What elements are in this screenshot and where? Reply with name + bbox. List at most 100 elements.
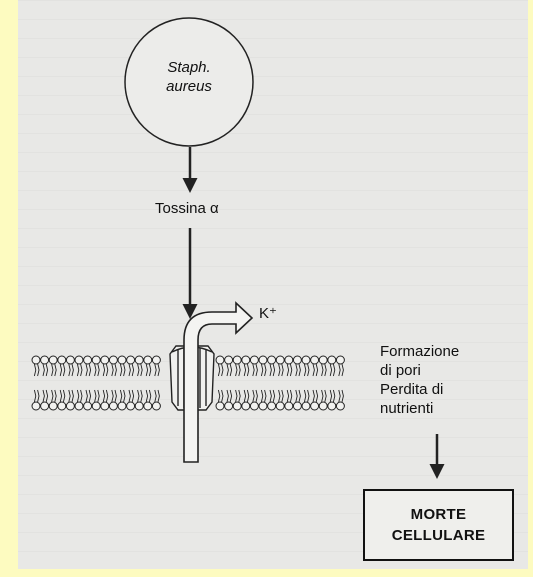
lipid-head bbox=[225, 356, 233, 364]
lipid-head bbox=[311, 402, 319, 410]
lipid-tail bbox=[222, 390, 223, 402]
lipid-tail bbox=[287, 364, 288, 376]
lipid-tail bbox=[222, 364, 223, 376]
lipid-tail bbox=[129, 390, 130, 402]
effects-text: Formazione di pori Perdita di nutrienti bbox=[380, 342, 459, 418]
lipid-tail bbox=[141, 364, 142, 376]
lipid-tail bbox=[55, 390, 56, 402]
lipid-head bbox=[32, 402, 40, 410]
lipid-head bbox=[216, 402, 224, 410]
lipid-tail bbox=[60, 364, 61, 376]
lipid-tail bbox=[239, 364, 240, 376]
lipid-tail bbox=[95, 364, 96, 376]
lipid-tail bbox=[218, 364, 219, 376]
lipid-head bbox=[41, 402, 49, 410]
organism-line2: aureus bbox=[124, 77, 254, 96]
lipid-tail bbox=[333, 390, 334, 402]
lipid-tail bbox=[132, 390, 133, 402]
lipid-tail bbox=[236, 364, 237, 376]
lipid-head bbox=[109, 356, 117, 364]
lipid-head bbox=[259, 402, 267, 410]
lipid-tail bbox=[72, 364, 73, 376]
lipid-head bbox=[336, 402, 344, 410]
lipid-tail bbox=[77, 390, 78, 402]
effects-line3: Perdita di bbox=[380, 380, 459, 399]
lipid-tail bbox=[265, 390, 266, 402]
lipid-head bbox=[66, 402, 74, 410]
lipid-head bbox=[319, 402, 327, 410]
lipid-head bbox=[293, 402, 301, 410]
lipid-tail bbox=[34, 390, 35, 402]
lipid-head bbox=[127, 356, 135, 364]
lipid-tail bbox=[265, 364, 266, 376]
lipid-tail bbox=[273, 364, 274, 376]
lipid-tail bbox=[227, 364, 228, 376]
lipid-tail bbox=[81, 364, 82, 376]
lipid-tail bbox=[69, 390, 70, 402]
lipid-tail bbox=[339, 390, 340, 402]
lipid-tail bbox=[227, 390, 228, 402]
lipid-tail bbox=[95, 390, 96, 402]
lipid-tail bbox=[342, 364, 343, 376]
lipid-head bbox=[75, 356, 83, 364]
lipid-tail bbox=[270, 390, 271, 402]
lipid-tail bbox=[89, 364, 90, 376]
lipid-tail bbox=[63, 390, 64, 402]
lipid-tail bbox=[247, 390, 248, 402]
lipid-head bbox=[259, 356, 267, 364]
lipid-tail bbox=[270, 364, 271, 376]
lipid-tail bbox=[261, 364, 262, 376]
lipid-head bbox=[285, 356, 293, 364]
lipid-tail bbox=[299, 364, 300, 376]
lipid-head bbox=[250, 402, 258, 410]
lipid-tail bbox=[155, 390, 156, 402]
lipid-tail bbox=[43, 364, 44, 376]
lipid-head bbox=[276, 402, 284, 410]
outcome-line2: CELLULARE bbox=[392, 525, 486, 546]
lipid-head bbox=[152, 402, 160, 410]
lipid-tail bbox=[330, 390, 331, 402]
lipid-tail bbox=[322, 390, 323, 402]
lipid-tail bbox=[52, 364, 53, 376]
lipid-tail bbox=[55, 364, 56, 376]
lipid-tail bbox=[124, 364, 125, 376]
lipid-tail bbox=[279, 390, 280, 402]
lipid-tail bbox=[244, 364, 245, 376]
lipid-tail bbox=[325, 390, 326, 402]
lipid-tail bbox=[296, 364, 297, 376]
lipid-tail bbox=[72, 390, 73, 402]
lipid-tail bbox=[63, 364, 64, 376]
lipid-tail bbox=[290, 364, 291, 376]
lipid-head bbox=[84, 356, 92, 364]
lipid-tail bbox=[146, 390, 147, 402]
lipid-head bbox=[118, 402, 126, 410]
lipid-tail bbox=[112, 390, 113, 402]
lipid-tail bbox=[77, 364, 78, 376]
lipid-tail bbox=[244, 390, 245, 402]
lipid-tail bbox=[256, 390, 257, 402]
effects-line4: nutrienti bbox=[380, 399, 459, 418]
organism-label: Staph. aureus bbox=[124, 58, 254, 96]
lipid-tail bbox=[282, 364, 283, 376]
lipid-tail bbox=[112, 364, 113, 376]
lipid-head bbox=[135, 402, 143, 410]
lipid-tail bbox=[239, 390, 240, 402]
lipid-head bbox=[328, 356, 336, 364]
lipid-tail bbox=[342, 390, 343, 402]
lipid-tail bbox=[149, 390, 150, 402]
lipid-head bbox=[101, 356, 109, 364]
effects-line1: Formazione bbox=[380, 342, 459, 361]
lipid-tail bbox=[89, 390, 90, 402]
lipid-head bbox=[66, 356, 74, 364]
lipid-tail bbox=[261, 390, 262, 402]
lipid-tail bbox=[253, 390, 254, 402]
lipid-tail bbox=[141, 390, 142, 402]
lipid-head bbox=[49, 356, 57, 364]
lipid-head bbox=[216, 356, 224, 364]
lipid-tail bbox=[333, 364, 334, 376]
lipid-tail bbox=[115, 364, 116, 376]
lipid-tail bbox=[52, 390, 53, 402]
lipid-tail bbox=[98, 364, 99, 376]
lipid-tail bbox=[158, 390, 159, 402]
lipid-head bbox=[101, 402, 109, 410]
